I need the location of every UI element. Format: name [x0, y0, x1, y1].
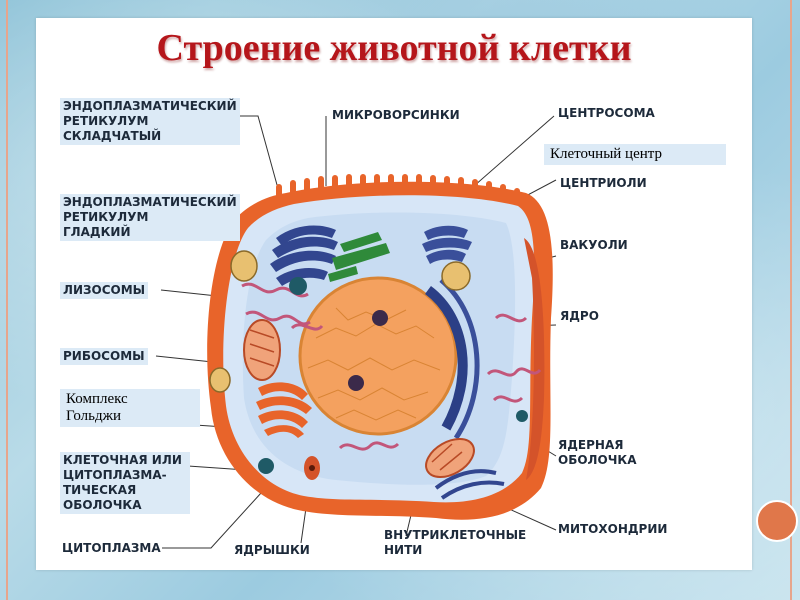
slide: Строение животной клетки [36, 18, 752, 570]
callout-golgi: Комплекс Гольджи [60, 389, 200, 427]
decorative-circle [756, 500, 798, 542]
label-cytoplasm: ЦИТОПЛАЗМА [62, 541, 161, 556]
label-ribosomes: РИБОСОМЫ [60, 348, 148, 365]
label-filaments: ВНУТРИКЛЕТОЧНЫЕ НИТИ [384, 528, 526, 558]
lysosome [258, 458, 274, 474]
label-nucleus: ЯДРО [560, 309, 599, 324]
label-lysosomes: ЛИЗОСОМЫ [60, 282, 148, 299]
label-nuclear-envelope: ЯДЕРНАЯ ОБОЛОЧКА [558, 438, 637, 468]
vacuole [442, 262, 470, 290]
lysosome [516, 410, 528, 422]
label-centrioles: ЦЕНТРИОЛИ [560, 176, 647, 191]
label-centrosome: ЦЕНТРОСОМА [558, 106, 655, 121]
label-er-smooth: ЭНДОПЛАЗМАТИЧЕСКИЙ РЕТИКУЛУМ ГЛАДКИЙ [60, 194, 240, 241]
nucleolus-bottom-dot [309, 465, 315, 471]
nucleus [300, 278, 456, 434]
label-membrane: КЛЕТОЧНАЯ ИЛИ ЦИТОПЛАЗМА- ТИЧЕСКАЯ ОБОЛО… [60, 452, 190, 514]
vacuole [231, 251, 257, 281]
vacuole [210, 368, 230, 392]
label-vacuoles: ВАКУОЛИ [560, 238, 628, 253]
callout-cell-center: Клеточный центр [544, 144, 726, 165]
label-nucleoli: ЯДРЫШКИ [234, 543, 310, 558]
frame-line-left [6, 0, 8, 600]
label-microvilli: МИКРОВОРСИНКИ [332, 108, 460, 123]
label-er-rough: ЭНДОПЛАЗМАТИЧЕСКИЙ РЕТИКУЛУМ СКЛАДЧАТЫЙ [60, 98, 240, 145]
label-mitochondria: МИТОХОНДРИИ [558, 522, 667, 537]
nucleolus [372, 310, 388, 326]
nucleolus [348, 375, 364, 391]
lysosome [289, 277, 307, 295]
